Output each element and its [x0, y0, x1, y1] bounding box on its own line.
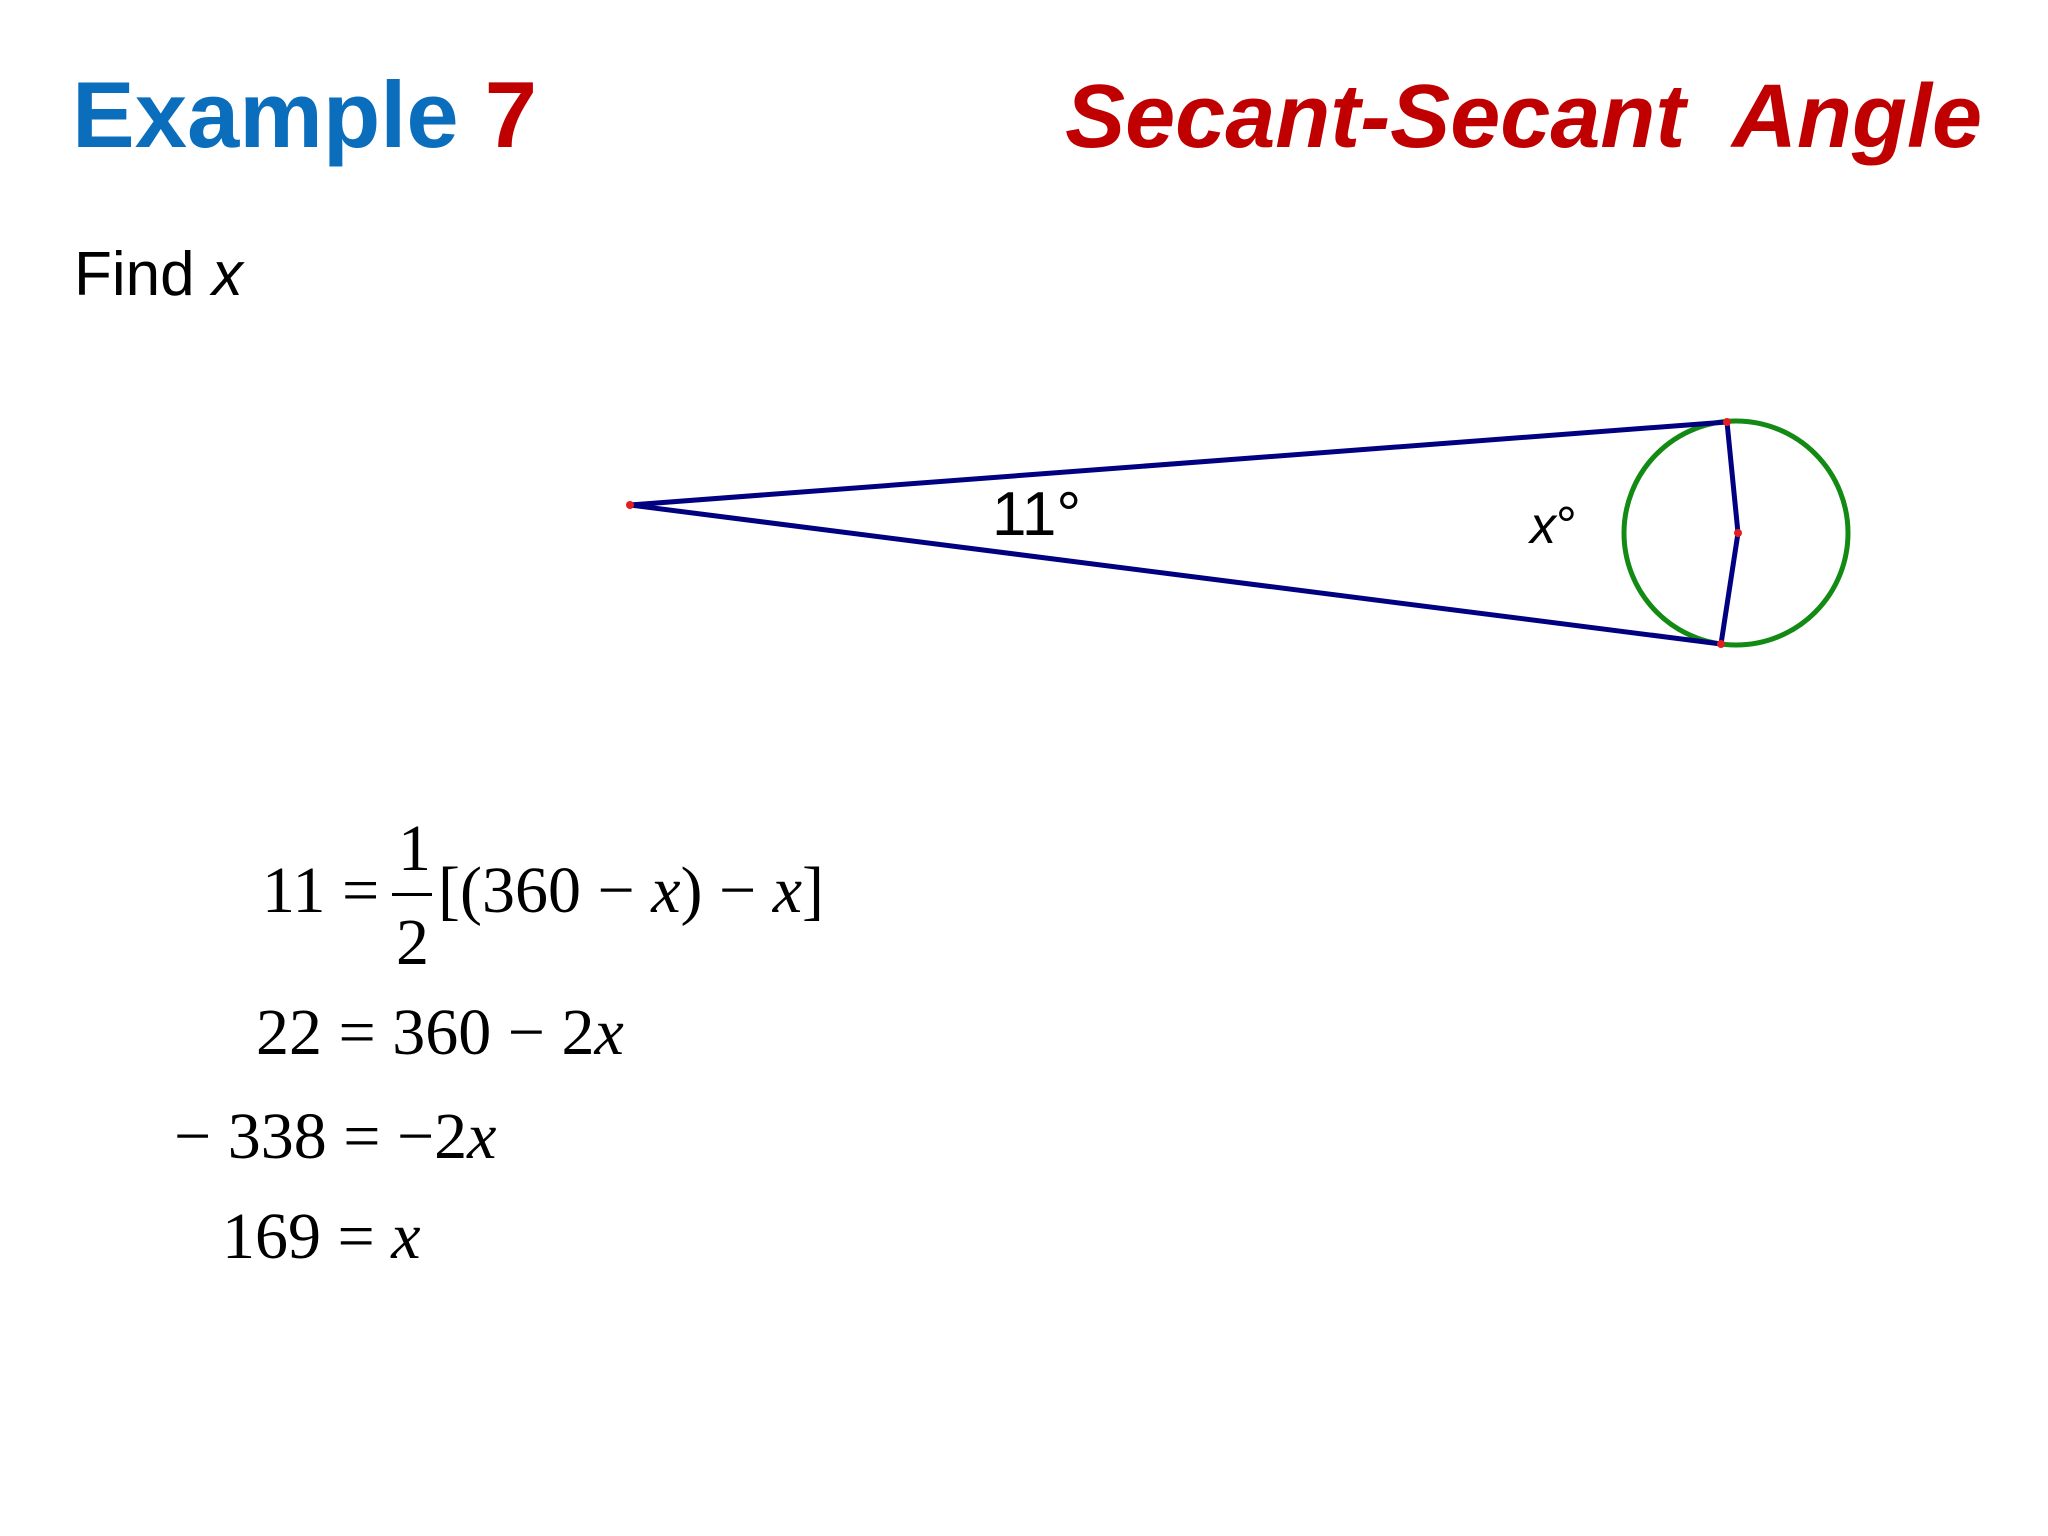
arc-x-variable: x: [1530, 497, 1556, 555]
equation-line-3: − 338 = −2x: [174, 1104, 496, 1170]
center-point: [1734, 529, 1742, 537]
equation-line-4: 169 = x: [222, 1204, 421, 1270]
fraction-bar: [392, 893, 432, 896]
equation-line-1-var2: x: [772, 854, 802, 927]
equation-line-1-lhs: 11 =: [262, 854, 380, 927]
equation-line-3-var: x: [467, 1100, 497, 1173]
equation-line-4-text: 169 =: [222, 1200, 392, 1273]
example-number: 7: [484, 62, 538, 167]
upper-secant: [629, 419, 1728, 508]
radius-upper: [1724, 421, 1741, 534]
equation-line-2: 22 = 360 − 2x: [256, 1000, 624, 1066]
lower-intersection-point: [1717, 640, 1725, 648]
circle: [1621, 418, 1851, 648]
equation-line-4-var: x: [391, 1200, 421, 1273]
fraction-numerator: 1: [398, 812, 431, 885]
equation-line-2-text: 22 = 360 − 2: [256, 996, 595, 1069]
equation-line-1-rhs: [(360 − x) − x]: [438, 858, 824, 924]
equation-line-1-close: ]: [801, 854, 824, 927]
problem-prompt: Find x: [74, 244, 243, 306]
arc-x-degree: °: [1556, 497, 1577, 555]
angle-11-label: 11°: [992, 480, 1082, 549]
equation-line-3-text: − 338 = −2: [174, 1100, 468, 1173]
upper-intersection-point: [1723, 418, 1731, 426]
radius-lower: [1718, 532, 1741, 645]
lower-secant: [629, 502, 1722, 647]
equation-line-1-open: [(360 −: [438, 854, 652, 927]
equation-line-1-mid: ) −: [680, 854, 773, 927]
topic-title: Secant-Secant Angle: [1065, 67, 1982, 167]
example-title: Example 7: [72, 68, 537, 162]
arc-x-label: x°: [1530, 500, 1577, 552]
example-word: Example: [72, 62, 459, 167]
external-point: [626, 501, 634, 509]
prompt-variable: x: [211, 240, 243, 309]
equation-line-1-var1: x: [651, 854, 681, 927]
prompt-text: Find: [74, 240, 195, 309]
equation-line-2-var: x: [594, 996, 624, 1069]
fraction-denominator: 2: [396, 906, 429, 979]
